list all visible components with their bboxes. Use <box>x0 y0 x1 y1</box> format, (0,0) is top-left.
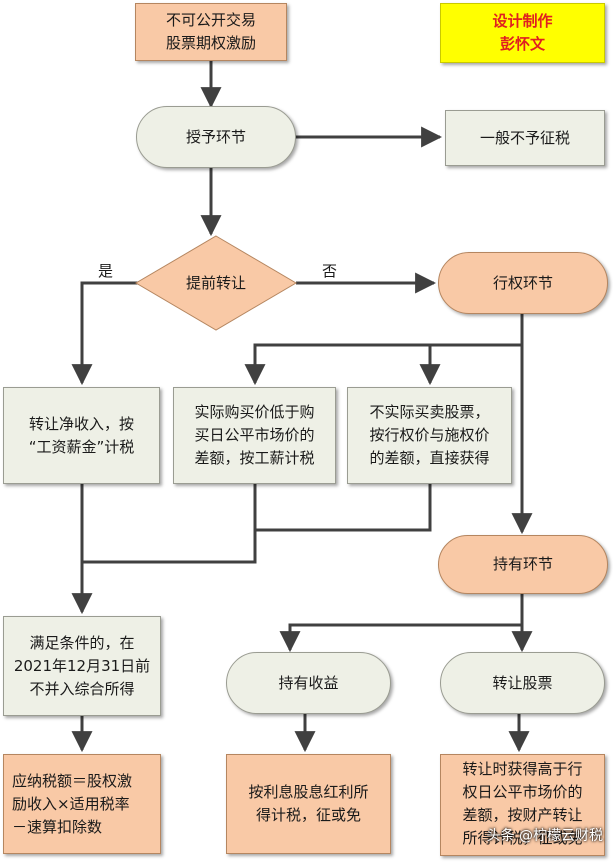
node-hold-income: 持有收益 <box>226 652 391 714</box>
credit-line1: 设计制作 <box>492 12 553 30</box>
node-transfer-net: 转让净收入，按 “工资薪金”计税 <box>3 387 160 484</box>
node-property: 转让时获得高于行 权日公平市场价的 差额，按财产转让 所得计税，征或免 <box>440 754 605 856</box>
node-no-tax: 一般不予征税 <box>445 110 605 166</box>
node-start: 不可公开交易 股票期权激励 <box>135 3 287 61</box>
node-transfer-question: 提前转让 <box>185 273 246 292</box>
node-buy-low: 实际购买价低于购 买日公平市场价的 差额，按工薪计税 <box>173 387 336 484</box>
node-exercise: 行权环节 <box>438 252 608 314</box>
edge-buylow-merge <box>82 484 257 564</box>
credit-box: 设计制作 彭怀文 <box>440 3 605 63</box>
node-condition: 满足条件的，在 2021年12月31日前 不并入综合所得 <box>3 616 161 716</box>
node-no-trade: 不实际买卖股票， 按行权价与施权价 的差额，直接获得 <box>347 387 512 484</box>
label-no: 否 <box>322 262 338 280</box>
node-sell-stock: 转让股票 <box>440 652 605 714</box>
edge-notrade-merge <box>255 484 432 532</box>
label-yes: 是 <box>98 262 114 280</box>
node-formula: 应纳税额＝股权激 励收入×适用税率 －速算扣除数 <box>3 754 161 854</box>
node-dividend: 按利息股息红利所 得计税，征或免 <box>226 754 391 854</box>
node-grant: 授予环节 <box>136 106 296 168</box>
edge-exercise-split <box>244 314 524 386</box>
credit-line2: 彭怀文 <box>499 35 545 53</box>
node-hold: 持有环节 <box>438 535 608 594</box>
edge-yes <box>71 281 138 386</box>
decision-diamond <box>135 235 297 331</box>
watermark-text: 头条 @柠檬云财税 <box>486 828 603 844</box>
edge-hold-income <box>279 594 524 653</box>
